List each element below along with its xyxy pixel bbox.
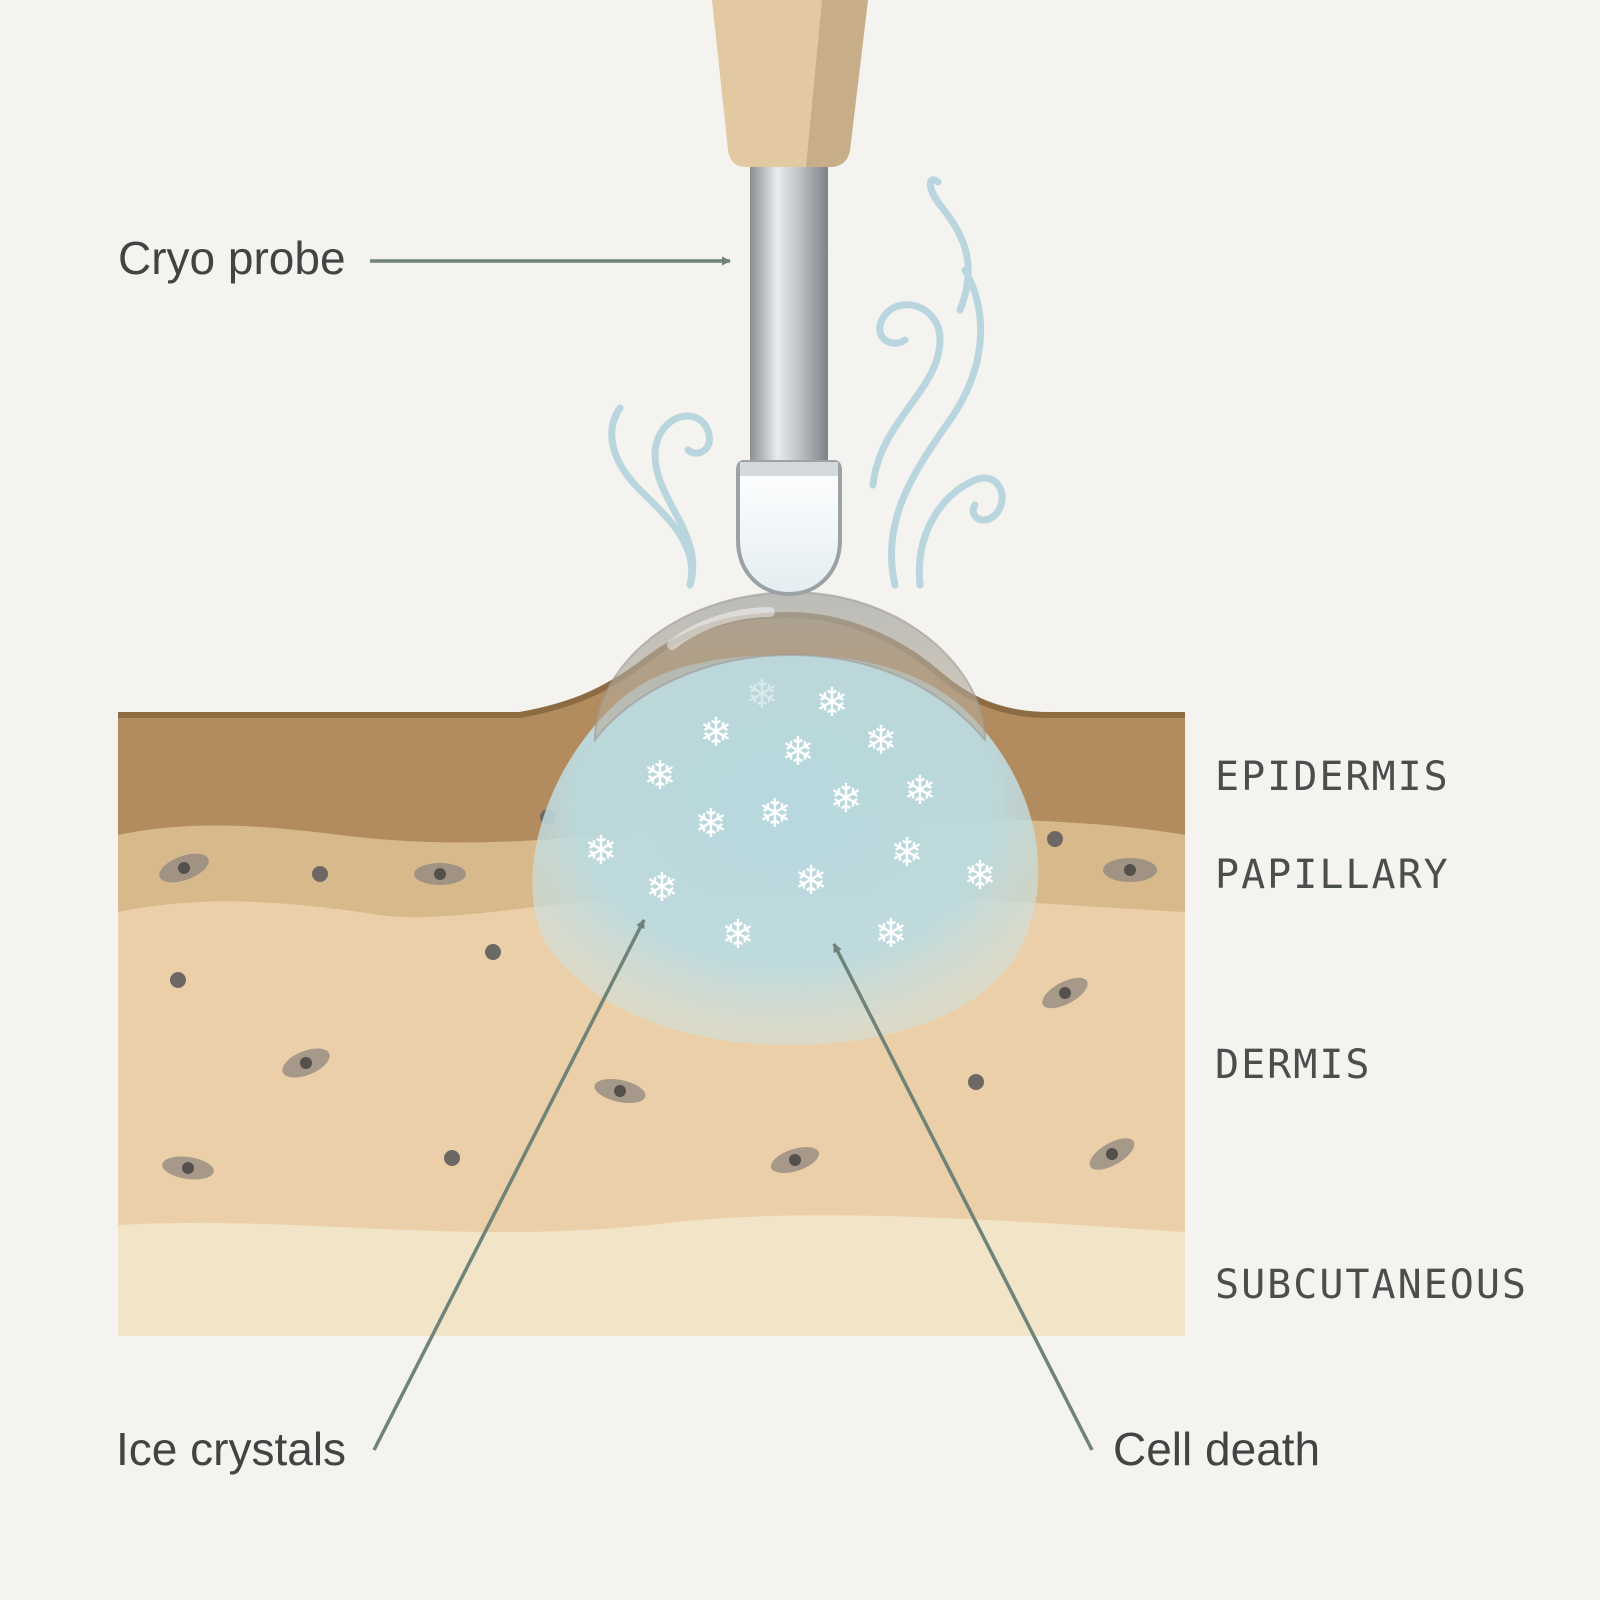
snowflake-icon: ❄ <box>584 828 618 874</box>
ice-crystals-arrow <box>372 919 646 1451</box>
snowflake-icon: ❄ <box>645 865 679 911</box>
epidermis-label: EPIDERMIS <box>1215 754 1450 800</box>
snowflake-icon: ❄ <box>903 768 937 814</box>
round-cell <box>485 944 501 960</box>
round-cell <box>968 1074 984 1090</box>
elongated-cell <box>159 853 209 883</box>
vapor-wisp-right-curl <box>869 301 944 489</box>
round-cell <box>170 972 186 988</box>
elongated-cell <box>1042 977 1088 1009</box>
elongated-cell <box>162 1156 214 1180</box>
vapor-wisps <box>608 176 1006 589</box>
snowflake-icon: ❄ <box>699 710 733 756</box>
elongated-cell <box>414 863 466 885</box>
dermis-label: DERMIS <box>1215 1042 1372 1088</box>
elongated-cell <box>1089 1138 1135 1170</box>
skin-cross-section <box>118 590 1185 1336</box>
elongated-cell <box>594 1078 646 1104</box>
snowflake-icon: ❄ <box>721 912 755 958</box>
papillary-label: PAPILLARY <box>1215 852 1450 898</box>
elongated-cell <box>1103 858 1157 882</box>
probe-shaft <box>750 167 828 467</box>
snowflake-icon: ❄ <box>963 853 997 899</box>
cryo-probe-label: Cryo probe <box>118 232 346 284</box>
elongated-cell <box>770 1146 820 1174</box>
vapor-wisp-left <box>608 404 713 589</box>
round-cell <box>444 1150 460 1166</box>
round-cell <box>312 866 328 882</box>
snowflake-icon: ❄ <box>781 729 815 775</box>
pointer-arrows <box>370 256 1094 1451</box>
probe-tip-rim <box>740 462 838 476</box>
vapor-wisp-right-low <box>915 474 1006 589</box>
snowflake-icon: ❄ <box>745 672 779 718</box>
snowflake-icon: ❄ <box>758 791 792 837</box>
cell-death-label: Cell death <box>1113 1423 1320 1475</box>
vapor-wisp-right-tall <box>887 176 985 589</box>
ice-crystals: ❄❄❄❄❄❄❄❄❄❄❄❄❄❄❄❄❄ <box>584 672 997 958</box>
frost-dome <box>593 590 987 744</box>
dome-highlight <box>667 607 775 650</box>
probe-tip <box>736 460 842 597</box>
snowflake-icon: ❄ <box>794 858 828 904</box>
snowflake-icon: ❄ <box>694 801 728 847</box>
round-cell <box>1047 831 1063 847</box>
snowflake-icon: ❄ <box>890 830 924 876</box>
snowflake-icon: ❄ <box>829 776 863 822</box>
cell-death-arrow <box>832 943 1094 1451</box>
snowflake-icon: ❄ <box>643 753 677 799</box>
ice-ball <box>532 655 1039 1045</box>
snowflake-icon: ❄ <box>874 911 908 957</box>
probe-handle-shadow <box>806 0 868 167</box>
cryo-probe <box>712 0 868 597</box>
ice-crystals-label: Ice crystals <box>116 1423 346 1475</box>
elongated-cell <box>282 1048 330 1078</box>
subcutaneous-label: SUBCUTANEOUS <box>1215 1262 1528 1308</box>
snowflake-icon: ❄ <box>815 680 849 726</box>
snowflake-icon: ❄ <box>864 718 898 764</box>
